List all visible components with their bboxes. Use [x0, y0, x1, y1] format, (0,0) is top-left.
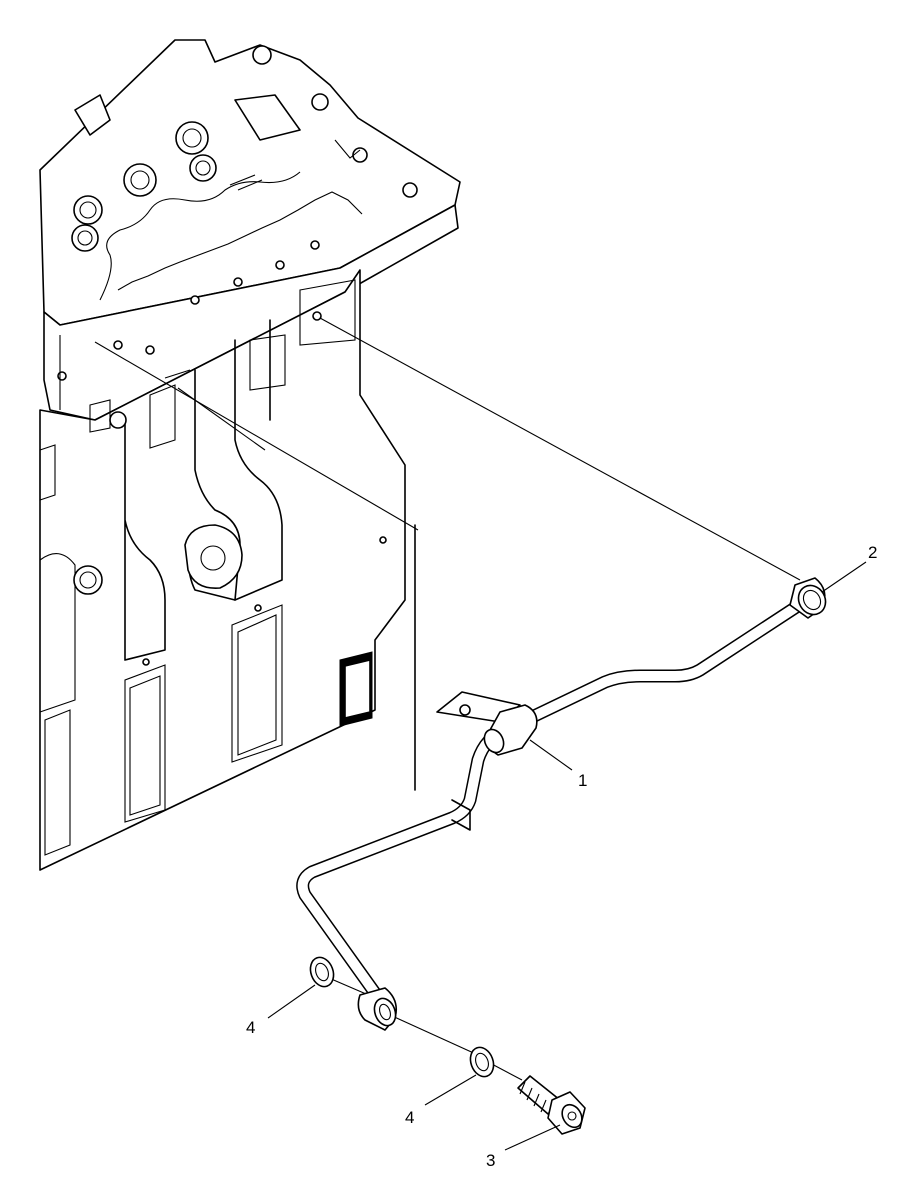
part-4-washer-upper [309, 956, 335, 988]
callout-2: 2 [821, 543, 877, 593]
part-3-banjo-bolt [517, 1075, 586, 1135]
callout-1: 1 [529, 739, 587, 790]
part-4-washer-lower [469, 1046, 495, 1078]
oil-pipe [296, 591, 817, 1007]
callout-4-lower: 4 [405, 1074, 477, 1127]
part-1-clip-bracket [436, 691, 538, 831]
callout-3: 3 [486, 1124, 561, 1170]
callout-2-label: 2 [868, 543, 877, 562]
engine-block [39, 39, 461, 871]
callout-4-upper-label: 4 [246, 1018, 255, 1037]
part-2-pipe-fitting [789, 577, 827, 619]
callout-4-upper: 4 [246, 984, 316, 1037]
callout-1-label: 1 [578, 771, 587, 790]
callout-4-lower-label: 4 [405, 1108, 414, 1127]
callout-3-label: 3 [486, 1151, 495, 1170]
banjo-fitting [357, 987, 398, 1031]
